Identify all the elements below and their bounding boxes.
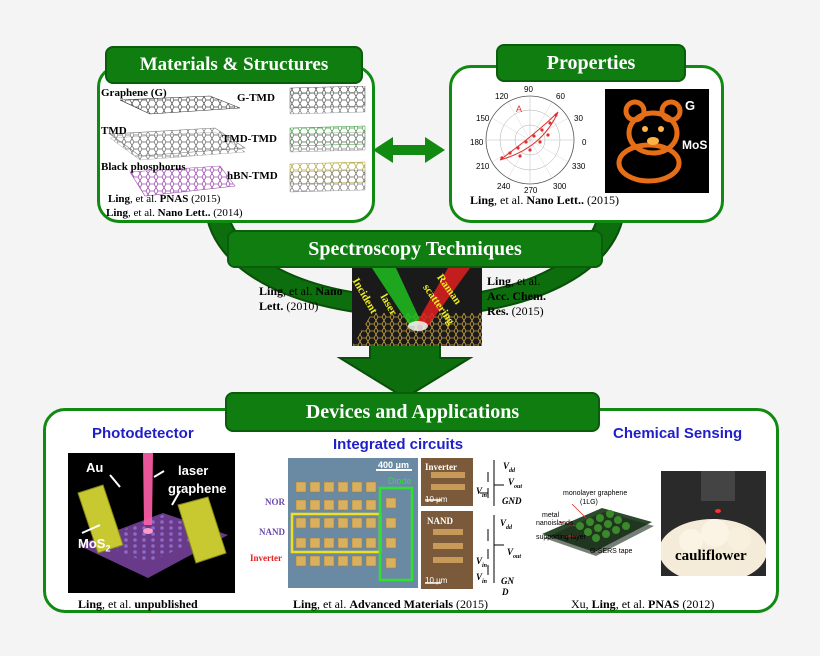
tmdtmd-label: TMD-TMD [222, 133, 277, 145]
ic-nand-image-label: NAND [427, 516, 453, 526]
pd-au-label: Au [86, 460, 104, 475]
pd-laser-label: laser [178, 463, 209, 478]
gsers-metal-label: metal [542, 512, 560, 519]
ic-nand-label: NAND [259, 527, 285, 537]
cauliflower-image [661, 471, 766, 576]
ic-scale-label: 400 μm [378, 460, 410, 470]
materials-title: Materials & Structures [105, 46, 363, 84]
polar-tick-210: 210 [476, 162, 490, 171]
ic-diode-label: Diode [388, 476, 412, 486]
polar-tick-30: 30 [574, 114, 583, 123]
ic-title: Integrated circuits [333, 436, 464, 453]
spectroscopy-cite-left: Ling, et al. Nano Lett. (2010) [259, 284, 343, 313]
ic-inverter-image [421, 458, 473, 506]
polar-tick-150: 150 [476, 114, 490, 123]
polar-tick-0: 0 [582, 138, 587, 147]
ic-vout-2: Vout [507, 547, 522, 560]
ic-vin-2a: Vin [476, 556, 488, 569]
tmd-label: TMD [101, 125, 127, 137]
ic-inverter-image-label: Inverter [425, 462, 457, 472]
pd-mos2-label: MoS2 [78, 536, 111, 554]
ic-cite: Ling, et al. Advanced Materials (2015) [293, 597, 488, 611]
bp-label: Black phosphorus [101, 161, 186, 173]
gsers-support-label: supporting layer [536, 534, 586, 541]
spectroscopy-title-text: Spectroscopy Techniques [308, 237, 522, 260]
gsers-diagram [542, 503, 654, 556]
ic-vdd-1: Vdd [503, 461, 516, 474]
ic-schematic-nand [474, 511, 526, 589]
polar-tick-60: 60 [556, 92, 565, 101]
cauliflower-label: cauliflower [675, 548, 747, 564]
ic-vout-1: Vout [508, 477, 523, 490]
gsers-tape-label: G-SERS tape [590, 548, 633, 555]
polar-tick-120: 120 [495, 92, 509, 101]
gsers-1lg-label: (1LG) [580, 499, 598, 506]
gtmd-label: G-TMD [237, 92, 275, 104]
ic-chip-image [288, 458, 418, 588]
spectroscopy-title: Spectroscopy Techniques [227, 230, 603, 268]
polar-tick-180: 180 [470, 138, 484, 147]
materials-cite-2: Ling, et al. Nano Lett.. (2014) [106, 207, 243, 219]
gsers-nanoislands-label: nanoislands [536, 520, 574, 527]
properties-cite: Ling, et al. Nano Lett.. (2015) [470, 193, 620, 207]
ic-scale-small-1: 10 μm [425, 495, 448, 504]
pl-map-image [605, 89, 709, 193]
ic-scale-small-2: 10 μm [425, 576, 448, 585]
materials-cite-1: Ling, et al. PNAS (2015) [108, 193, 221, 205]
ic-nand-image [421, 511, 473, 589]
polar-tick-330: 330 [572, 162, 586, 171]
gsers-monolayer-label: monolayer graphene [563, 490, 628, 497]
devices-title-text: Devices and Applications [305, 400, 520, 423]
ic-nor-label: NOR [265, 497, 285, 507]
photodetector-cite: Ling, et al. unpublished [78, 597, 198, 611]
spectroscopy-cite-right: Ling, et al. Acc. Chem. Res. (2015) [487, 274, 546, 318]
ic-gnd-1: GND [502, 496, 522, 506]
polar-label: A [516, 104, 523, 114]
pl-mos-label: MoS [682, 138, 708, 152]
raman-image [352, 268, 482, 346]
materials-title-text: Materials & Structures [139, 54, 329, 75]
pl-g-label: G [685, 98, 696, 113]
devices-title: Devices and Applications [225, 392, 600, 432]
polar-tick-90: 90 [524, 85, 533, 94]
properties-title-text: Properties [546, 51, 636, 74]
chem-title: Chemical Sensing [613, 425, 743, 442]
ic-gnd-2a: GN [501, 576, 514, 586]
polar-tick-240: 240 [497, 182, 511, 191]
properties-title: Properties [496, 44, 686, 82]
chem-cite: Xu, Ling, et al. PNAS (2012) [571, 597, 715, 611]
polar-tick-270: 270 [524, 186, 538, 195]
ic-vdd-2: Vdd [500, 518, 513, 531]
polar-tick-300: 300 [553, 182, 567, 191]
photodetector-image [68, 453, 235, 593]
photodetector-title: Photodetector [92, 425, 194, 442]
hbntmd-label: hBN-TMD [227, 170, 278, 182]
graphene-label: Graphene (G) [101, 87, 167, 99]
ic-vin-2b: Vin [476, 572, 488, 585]
pd-graphene-label: graphene [168, 481, 227, 496]
ic-gnd-2b: D [502, 587, 509, 597]
ic-schematic-inverter [474, 458, 526, 510]
ic-vin-1: Vin [476, 486, 488, 499]
polar-plot [485, 95, 575, 185]
materials-lattices [109, 86, 366, 197]
ic-inverter-label: Inverter [250, 553, 282, 563]
